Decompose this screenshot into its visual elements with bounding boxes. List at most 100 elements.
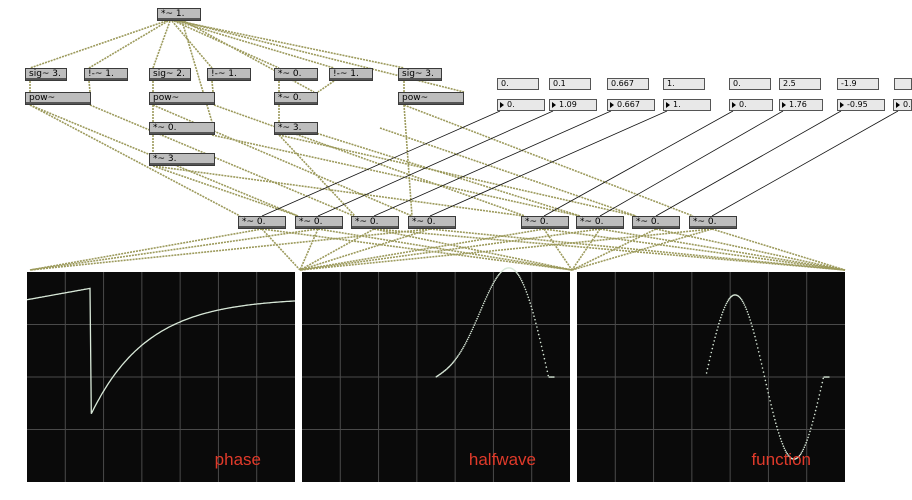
scope-trace-dot	[777, 432, 780, 434]
scope-display-phase[interactable]: phase	[26, 272, 295, 482]
scope-trace-dot	[537, 333, 540, 336]
mixer-multiply-4[interactable]: *~ 0.	[408, 216, 456, 229]
scope-display-function[interactable]: function	[577, 272, 845, 482]
scope-trace-dot	[770, 404, 772, 406]
number-box-out-2[interactable]: 1.09	[549, 99, 597, 111]
number-box-out-5[interactable]: 0.	[729, 99, 773, 111]
scope-trace-dot	[535, 322, 537, 325]
number-box-out-value: 1.76	[789, 100, 807, 109]
mixer-multiply-5[interactable]: *~ 0.	[521, 216, 569, 229]
scope-trace-dot	[759, 359, 762, 361]
scope-trace-dot	[488, 290, 491, 292]
arrow-right-icon	[666, 102, 670, 108]
scope-trace-dot	[540, 345, 543, 348]
mixer-multiply-7[interactable]: *~ 0.	[632, 216, 680, 229]
scope-display-halfwave[interactable]: halfwave	[302, 267, 570, 482]
arrow-right-icon	[552, 102, 556, 108]
signal-patch-cord	[89, 104, 355, 217]
scope-trace-dot	[468, 334, 471, 337]
number-box-in-7[interactable]: -1.9	[837, 78, 879, 90]
sig-object-3[interactable]: sig~ 3.	[398, 68, 442, 81]
number-box-in-8[interactable]	[894, 78, 912, 90]
scope-trace-dot	[478, 313, 480, 316]
multiply-object-e[interactable]: *~ 3.	[274, 122, 318, 135]
scope-trace-dot	[811, 424, 813, 426]
pow-object-2[interactable]: pow~	[149, 92, 215, 105]
scope-trace-dot	[740, 299, 743, 301]
signal-patch-cord	[299, 228, 319, 271]
mixer-multiply-8[interactable]: *~ 0.	[689, 216, 737, 229]
number-box-out-value: 0.667	[617, 100, 640, 109]
scope-trace-dot	[817, 398, 820, 400]
scope-label-function: function	[751, 450, 811, 469]
scope-trace-dot	[708, 359, 711, 362]
scope-trace-dot	[809, 430, 811, 433]
mixer-multiply-2[interactable]: *~ 0.	[295, 216, 343, 229]
scope-trace-dot	[802, 448, 805, 451]
scope-trace-dot	[490, 286, 493, 288]
number-box-out-8[interactable]: 0.	[893, 99, 912, 111]
signal-patch-cord	[179, 20, 465, 93]
scope-trace-dot	[781, 443, 784, 445]
multiply-object-b[interactable]: *~ 3.	[149, 153, 215, 166]
sig-object-2[interactable]: sig~ 2.	[149, 68, 191, 81]
scope-trace-dot	[767, 392, 769, 394]
scope-trace-dot	[820, 385, 823, 388]
signal-patch-cord	[317, 80, 335, 93]
multiply-object-a[interactable]: *~ 0.	[149, 122, 215, 135]
scope-trace-dot	[470, 330, 473, 333]
number-box-in-5[interactable]: 0.	[729, 78, 771, 90]
number-box-out-1[interactable]: 0.	[497, 99, 545, 111]
number-box-in-1[interactable]: 0.	[497, 78, 539, 90]
number-box-in-6[interactable]: 2.5	[779, 78, 821, 90]
arrow-right-icon	[732, 102, 736, 108]
signal-patch-cord	[299, 228, 431, 271]
sig-object-1[interactable]: sig~ 3.	[25, 68, 67, 81]
scope-trace-dot	[748, 316, 751, 318]
signal-patch-cord	[299, 228, 601, 271]
control-patch-cord	[655, 110, 842, 217]
signal-patch-cord	[261, 228, 301, 271]
multiply-object-c[interactable]: *~ 0.	[274, 68, 318, 81]
scope-trace-dot	[728, 297, 731, 300]
arrow-right-icon	[896, 102, 900, 108]
scope-trace-dot	[499, 272, 501, 275]
multiply-object-d[interactable]: *~ 0.	[274, 92, 318, 105]
number-box-out-7[interactable]: -0.95	[837, 99, 885, 111]
scope-trace-dot	[458, 353, 460, 356]
scope-trace-dot	[784, 449, 787, 452]
scope-trace-dot	[747, 313, 750, 316]
number-box-in-3[interactable]: 0.667	[607, 78, 649, 90]
scope-trace-dot	[479, 311, 481, 313]
minus-object-3[interactable]: !-~ 1.	[329, 68, 373, 81]
pow-object-1[interactable]: pow~	[25, 92, 91, 105]
number-box-in-4[interactable]: 1.	[663, 78, 705, 90]
scope-trace-dot	[718, 322, 720, 325]
scope-trace-dot	[799, 453, 802, 456]
scope-trace-dot	[517, 273, 519, 275]
signal-patch-cord	[278, 134, 637, 217]
arrow-right-icon	[610, 102, 614, 108]
mixer-multiply-1[interactable]: *~ 0.	[238, 216, 286, 229]
scope-trace-dot	[768, 396, 770, 398]
scope-trace-dot	[779, 437, 782, 440]
signal-patch-cord	[29, 104, 241, 217]
scope-trace-dot	[496, 276, 498, 278]
mixer-multiply-6[interactable]: *~ 0.	[576, 216, 624, 229]
number-box-out-3[interactable]: 0.667	[607, 99, 655, 111]
pow-object-3[interactable]: pow~	[398, 92, 464, 105]
number-box-out-4[interactable]: 1.	[663, 99, 711, 111]
minus-object-1[interactable]: !-~ 1.	[84, 68, 128, 81]
number-box-in-2[interactable]: 0.1	[549, 78, 591, 90]
scope-trace-dot	[810, 427, 812, 430]
scope-trace-dot	[522, 284, 525, 286]
scope-trace-dot	[532, 312, 534, 314]
scope-trace-dot	[495, 277, 497, 280]
scope-trace-dot	[801, 450, 804, 452]
minus-object-2[interactable]: !-~ 1.	[207, 68, 251, 81]
scope-trace-dot	[491, 284, 494, 286]
scope-trace-dot	[515, 271, 517, 273]
top-multiply-object[interactable]: *~ 1.	[157, 8, 201, 21]
number-box-out-6[interactable]: 1.76	[779, 99, 823, 111]
mixer-multiply-3[interactable]: *~ 0.	[351, 216, 399, 229]
